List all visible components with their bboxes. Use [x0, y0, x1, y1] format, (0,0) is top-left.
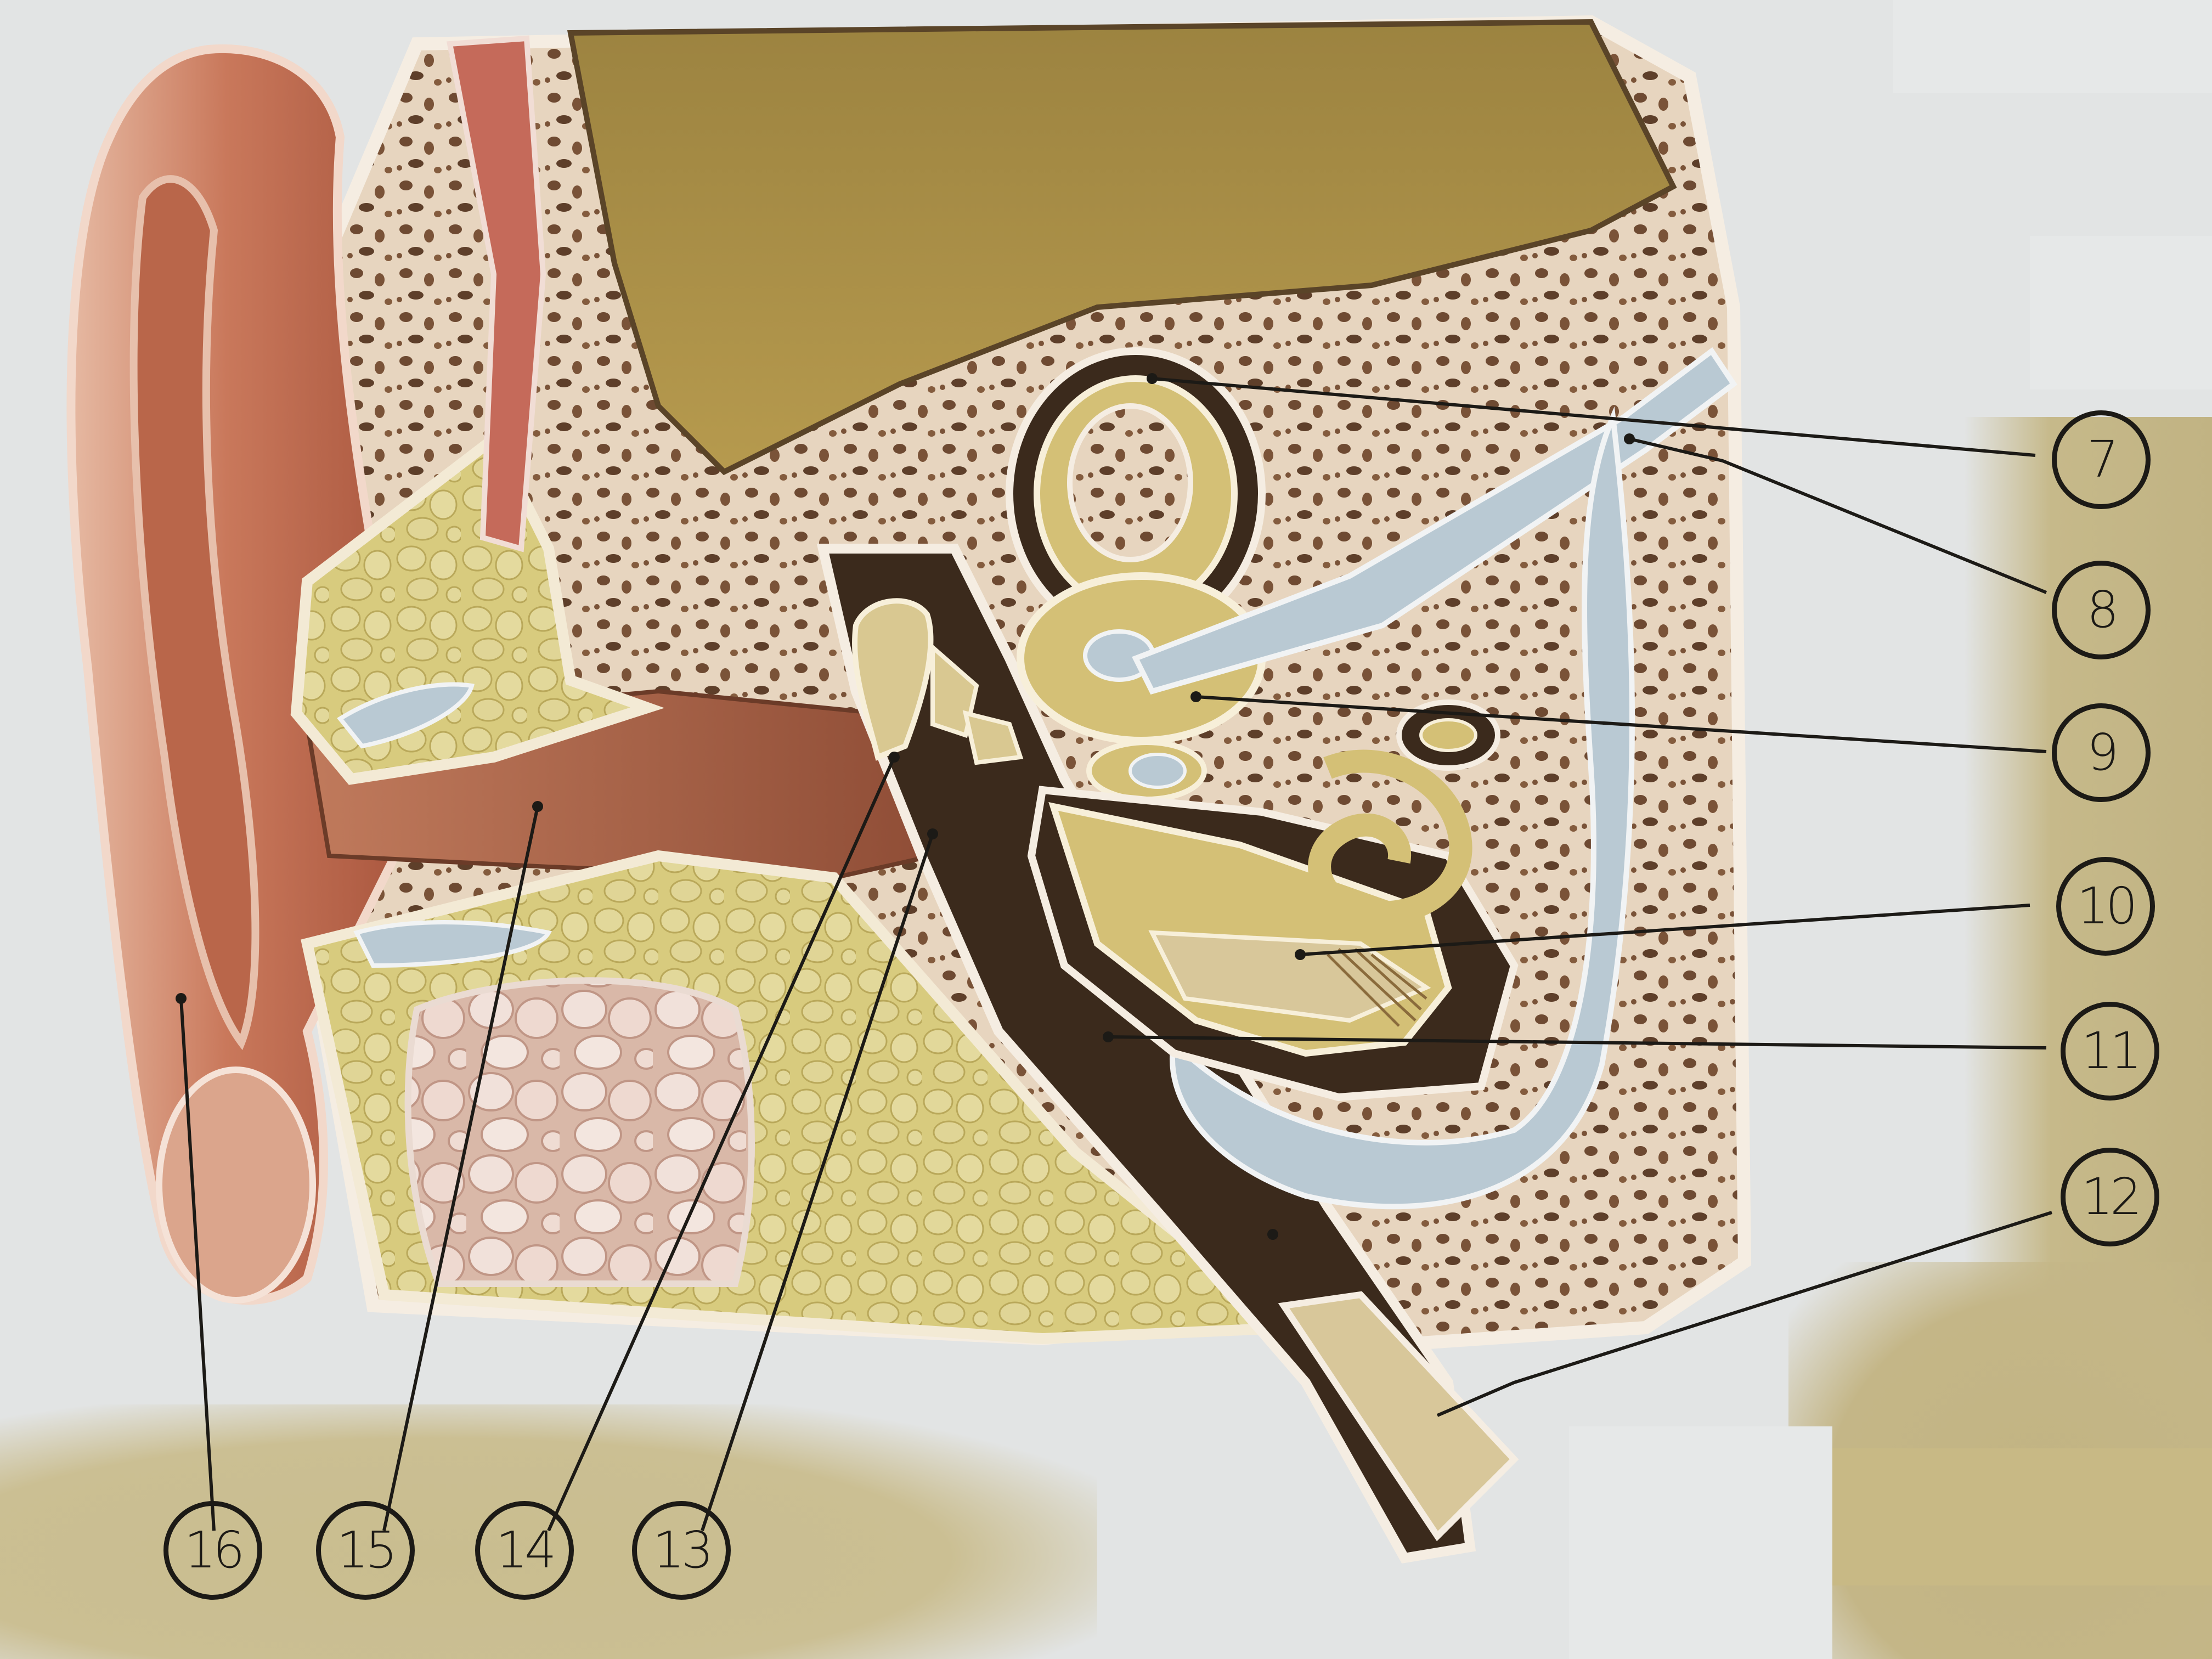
- dot-7: [1147, 373, 1158, 384]
- label-9-text: 9: [2086, 723, 2119, 782]
- white-patch-right: [2030, 236, 2212, 390]
- auricle-fold: [129, 175, 259, 1051]
- leader-line-10: [1300, 904, 2030, 956]
- label-10-text: 10: [2076, 877, 2137, 935]
- label-12: 12: [2061, 1148, 2159, 1246]
- label-11: 11: [2061, 1002, 2159, 1101]
- leader-line-9: [1195, 695, 2047, 753]
- label-16: 16: [163, 1501, 262, 1600]
- leader-line-16: [179, 998, 216, 1531]
- leader-lines: [179, 377, 2052, 1532]
- leader-line-8: [1629, 437, 2047, 594]
- leader-dots: [176, 373, 1635, 1240]
- dot-8: [1624, 433, 1635, 444]
- label-15: 15: [316, 1501, 415, 1600]
- label-14: 14: [475, 1501, 574, 1600]
- cranial-cavity: [567, 19, 1677, 476]
- label-13-text: 13: [652, 1521, 713, 1579]
- label-7-text: 7: [2086, 430, 2119, 489]
- dot-14: [889, 752, 900, 763]
- dot-9: [1190, 691, 1201, 702]
- label-14-text: 14: [495, 1521, 556, 1579]
- leader-line-11: [1108, 1035, 2047, 1049]
- dot-16: [176, 993, 187, 1004]
- leader-line-15: [382, 806, 539, 1531]
- label-11-text: 11: [2081, 1022, 2142, 1080]
- label-13: 13: [632, 1501, 731, 1600]
- dot-10: [1295, 949, 1306, 960]
- leader-line-7: [1152, 377, 2036, 457]
- tan-patch-bottom-right: [1832, 1448, 2212, 1585]
- label-7: 7: [2052, 410, 2151, 509]
- stapes: [962, 710, 1024, 765]
- temporal-muscle: [447, 35, 546, 552]
- leader-line-12: [1436, 1211, 2052, 1417]
- label-15-text: 15: [336, 1521, 397, 1579]
- saccule-blue: [1128, 753, 1187, 789]
- dot-13: [927, 828, 938, 839]
- dot-15: [532, 801, 543, 812]
- organ-of-corti-hairs: [1327, 948, 1427, 1027]
- eustachian-tube-sheath: [1278, 1291, 1519, 1542]
- label-16-text: 16: [184, 1521, 245, 1579]
- label-10: 10: [2056, 857, 2155, 956]
- label-8: 8: [2052, 561, 2151, 659]
- upper-cartilage-blue: [337, 682, 475, 749]
- lower-cartilage-blue: [353, 920, 552, 968]
- label-12-text: 12: [2081, 1167, 2142, 1226]
- dot-12: [1267, 1229, 1278, 1240]
- white-patch-bottom: [1569, 1426, 1832, 1659]
- leader-line-13: [701, 833, 934, 1531]
- basilar-membrane: [1148, 930, 1431, 1023]
- white-patch-top-right: [1893, 0, 2212, 93]
- cochlear-window-inner: [1419, 718, 1477, 752]
- semicircular-canal-inner: [1067, 403, 1193, 562]
- cochlear-spiral: [1308, 749, 1472, 924]
- malleus: [852, 598, 934, 761]
- leader-line-14: [547, 756, 896, 1532]
- label-8-text: 8: [2086, 580, 2119, 639]
- label-9: 9: [2052, 703, 2151, 802]
- earlobe: [156, 1066, 316, 1304]
- vestibulocochlear-nerve: [1132, 347, 1737, 695]
- parotid-gland: [404, 977, 755, 1287]
- dot-11: [1103, 1031, 1114, 1042]
